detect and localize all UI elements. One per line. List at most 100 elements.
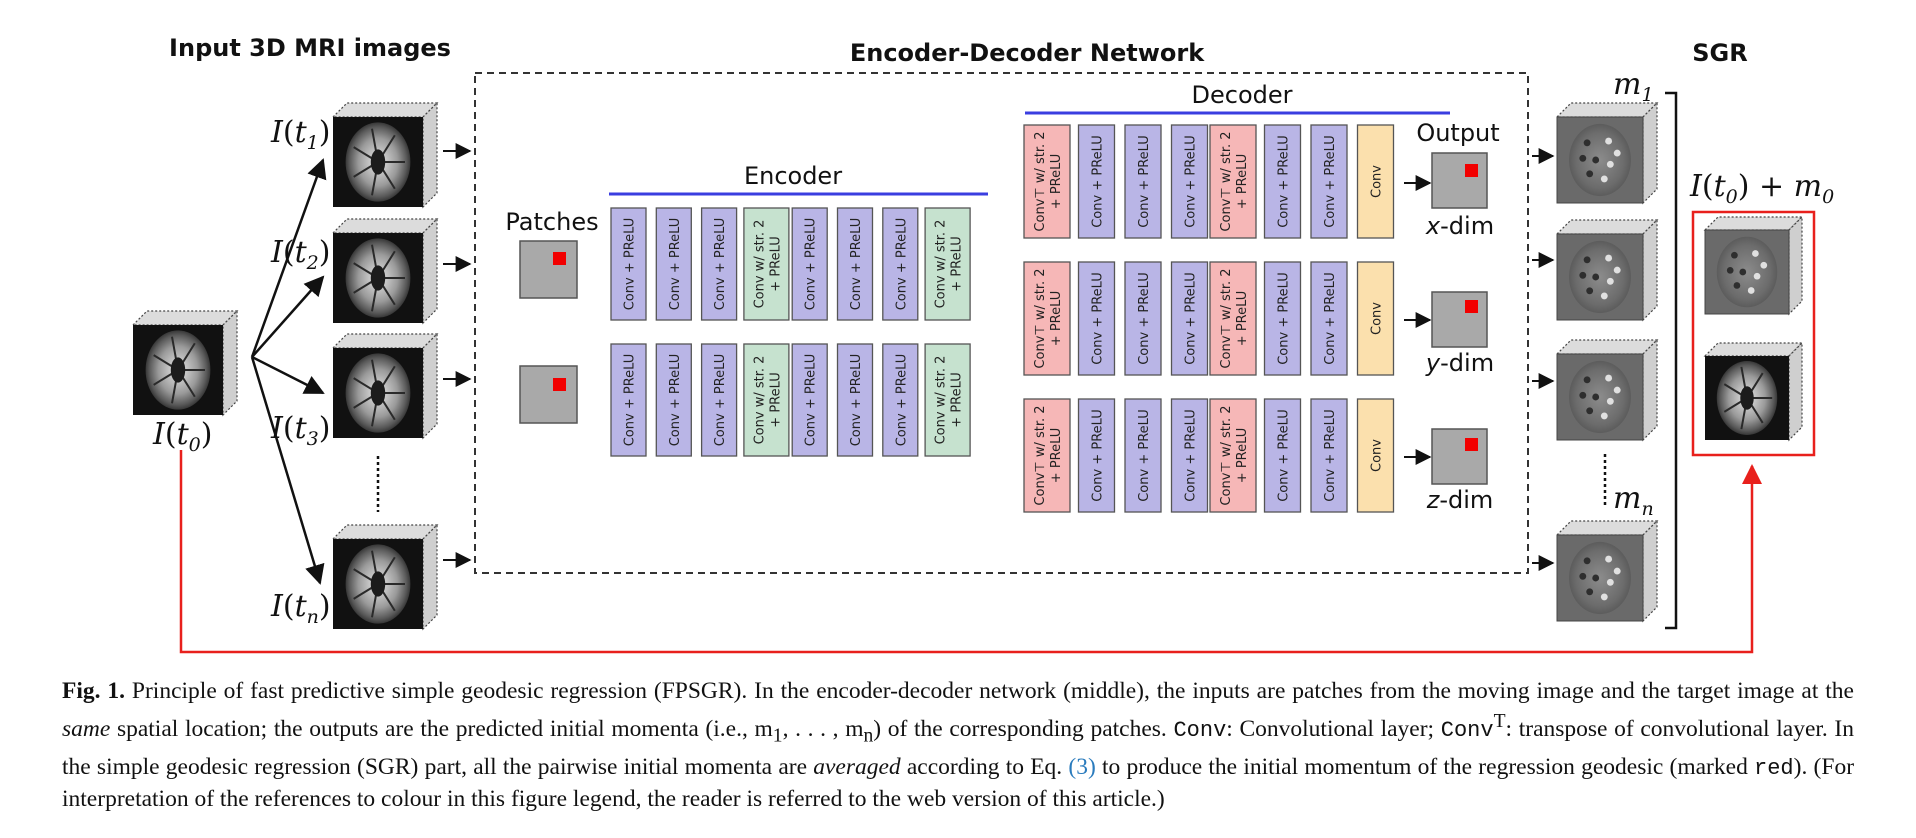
momentum-m1 <box>1555 101 1659 205</box>
sgr-title: SGR <box>1692 39 1747 67</box>
caption-text: spatial location; the outputs are the pr… <box>110 715 773 742</box>
sgr-bracket <box>1665 91 1678 630</box>
caption-sup: T <box>1493 710 1506 732</box>
decoder-block-label: Conv + PReLU <box>1323 409 1338 502</box>
decoder-block-label: Conv + PReLU <box>1323 135 1338 228</box>
encoder-block-conv: Conv + PReLU <box>882 343 919 457</box>
caption-text: Principle of fast predictive simple geod… <box>125 678 1854 704</box>
decoder-block-label: Conv + PReLU <box>1277 135 1292 228</box>
encoder-block-label: Conv + PReLU <box>894 218 909 311</box>
caption-text: , . . . , m <box>782 715 864 742</box>
decoder-block-label: Conv⊤ w/ str. 2+ PReLU <box>1219 268 1250 368</box>
encoder-block-conv: Conv + PReLU <box>791 207 828 321</box>
caption-text: according to Eq. <box>900 753 1069 780</box>
encoder-block-label: Conv + PReLU <box>713 354 728 447</box>
caption-code-convt: Conv <box>1440 717 1494 743</box>
decoder-block-label: Conv + PReLU <box>1091 272 1106 365</box>
decoder-block-transpose: Conv⊤ w/ str. 2+ PReLU <box>1209 398 1257 513</box>
label-itn: I(tn) <box>270 589 331 628</box>
encoder-block-conv: Conv + PReLU <box>655 343 692 457</box>
momentum-m2 <box>1555 218 1659 322</box>
caption-sub: n <box>863 725 874 747</box>
encoder-block-stride: Conv w/ str. 2+ PReLU <box>924 343 971 457</box>
decoder-block-conv: Conv + PReLU <box>1263 261 1302 376</box>
decoder-block-label: Conv + PReLU <box>1137 135 1152 228</box>
encoder-block-label: Conv + PReLU <box>849 218 864 311</box>
encoder-block-stride: Conv w/ str. 2+ PReLU <box>743 207 790 321</box>
label-m1: m1 <box>1613 67 1654 106</box>
decoder-block-label: Conv⊤ w/ str. 2+ PReLU <box>1033 131 1064 231</box>
decoder-block-final: Conv <box>1356 261 1395 376</box>
patches-label: Patches <box>505 208 598 236</box>
encoder-block-conv: Conv + PReLU <box>791 343 828 457</box>
decoder-block-conv: Conv + PReLU <box>1310 398 1348 513</box>
encoder-block-label: Conv w/ str. 2+ PReLU <box>752 356 783 445</box>
encoder-block-label: Conv + PReLU <box>804 354 819 447</box>
encoder-block-label: Conv + PReLU <box>713 218 728 311</box>
image-cubes <box>131 101 1804 631</box>
encoder-block-conv: Conv + PReLU <box>882 207 919 321</box>
image-itn <box>331 523 439 631</box>
input-title: Input 3D MRI images <box>169 34 451 62</box>
decoder-block-transpose: Conv⊤ w/ str. 2+ PReLU <box>1209 124 1257 239</box>
equation-link[interactable]: (3) <box>1068 753 1096 780</box>
output-z-patch <box>1431 428 1488 485</box>
encoder-block-conv: Conv + PReLU <box>836 343 874 457</box>
caption-emph-averaged: averaged <box>813 753 901 780</box>
image-it0 <box>131 309 239 417</box>
fanout-arrows <box>250 158 327 585</box>
decoder-block-transpose: Conv⊤ w/ str. 2+ PReLU <box>1209 261 1257 376</box>
momentum-mn <box>1555 519 1659 623</box>
patch-target <box>519 365 578 424</box>
caption-code-red: red <box>1754 755 1794 781</box>
encoder-block-stride: Conv w/ str. 2+ PReLU <box>743 343 790 457</box>
decoder-block-label: Conv + PReLU <box>1137 272 1152 365</box>
encoder-label: Encoder <box>744 162 842 190</box>
caption-text: ) of the corresponding patches. <box>873 715 1174 742</box>
caption-text: : transpose of convolutional layer. In t… <box>62 715 1855 780</box>
encoder-block-stride: Conv w/ str. 2+ PReLU <box>924 207 971 321</box>
encoder-block-label: Conv + PReLU <box>668 218 683 311</box>
red-feedback-arrow <box>179 450 1762 654</box>
network-frame <box>474 72 1529 574</box>
y-dim-label: y-dim <box>1425 349 1494 377</box>
caption-text: to produce the initial momentum of the r… <box>1095 753 1755 780</box>
decoder-block-label: Conv⊤ w/ str. 2+ PReLU <box>1219 405 1250 505</box>
output-y-patch <box>1431 291 1488 348</box>
diagram-canvas: Input 3D MRI images Encoder-Decoder Netw… <box>131 34 1834 654</box>
decoder-block-label: Conv + PReLU <box>1137 409 1152 502</box>
encoder-block-label: Conv + PReLU <box>668 354 683 447</box>
result-image-it0 <box>1703 341 1804 442</box>
caption-text: : Convolutional layer; <box>1226 715 1441 742</box>
decoder-block-transpose: Conv⊤ w/ str. 2+ PReLU <box>1023 398 1071 513</box>
encoder-block-label: Conv w/ str. 2+ PReLU <box>934 356 965 445</box>
encoder-block-label: Conv + PReLU <box>623 354 638 447</box>
decoder-block-conv: Conv + PReLU <box>1124 124 1162 239</box>
label-it3: I(t3) <box>270 411 330 450</box>
decoder-block-label: Conv + PReLU <box>1091 135 1106 228</box>
x-dim-label: x-dim <box>1425 212 1494 240</box>
decoder-block-conv: Conv + PReLU <box>1077 124 1116 239</box>
decoder-block-conv: Conv + PReLU <box>1170 261 1209 376</box>
encoder-block-conv: Conv + PReLU <box>655 207 692 321</box>
decoder-block-label: Conv + PReLU <box>1277 272 1292 365</box>
decoder-block-conv: Conv + PReLU <box>1310 124 1348 239</box>
decoder-block-conv: Conv + PReLU <box>1124 398 1162 513</box>
encoder-block-conv: Conv + PReLU <box>836 207 874 321</box>
decoder-block-conv: Conv + PReLU <box>1263 398 1302 513</box>
decoder-block-label: Conv⊤ w/ str. 2+ PReLU <box>1033 268 1064 368</box>
encoder-block-conv: Conv + PReLU <box>700 207 738 321</box>
input-network-arrows <box>443 143 472 568</box>
patch-moving <box>519 240 578 299</box>
decoder-block-conv: Conv + PReLU <box>1263 124 1302 239</box>
decoder-block-conv: Conv + PReLU <box>1170 124 1209 239</box>
result-momentum-m0 <box>1703 215 1804 316</box>
encoder-block-conv: Conv + PReLU <box>610 207 647 321</box>
encoder-block-label: Conv w/ str. 2+ PReLU <box>934 220 965 309</box>
decoder-block-final: Conv <box>1356 124 1395 239</box>
encoder-block-label: Conv + PReLU <box>849 354 864 447</box>
decoder-label: Decoder <box>1192 81 1293 109</box>
decoder-block-label: Conv <box>1370 439 1385 472</box>
decoder-block-label: Conv <box>1370 302 1385 335</box>
